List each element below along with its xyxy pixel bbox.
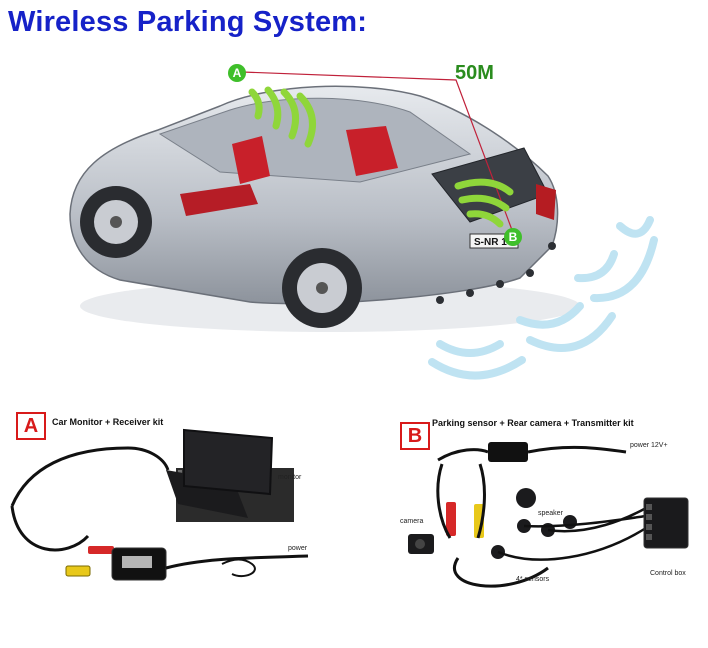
label-sensors: 4* sensors — [516, 576, 550, 583]
monitor-screen — [183, 428, 274, 496]
label-control-box: Control box — [650, 570, 686, 577]
seat-rear — [346, 126, 398, 176]
kit-a-panel: A Car Monitor + Receiver kit monitor pow… — [8, 408, 318, 604]
page-title: Wireless Parking System: — [8, 6, 368, 38]
kit-b-title: Parking sensor + Rear camera + Transmitt… — [432, 418, 634, 428]
cable-main — [10, 446, 170, 507]
kit-b-panel: B Parking sensor + Rear camera + Transmi… — [398, 408, 700, 604]
connector-yellow — [65, 565, 91, 577]
label-power-a: power — [288, 545, 308, 552]
kit-b-photo — [408, 442, 689, 588]
kit-a-badge: A — [16, 412, 46, 440]
sensor-waves — [428, 216, 658, 380]
transmitter-box — [488, 442, 528, 462]
signal-arcs-a — [248, 86, 316, 148]
rear-wheel — [282, 248, 362, 328]
speaker — [516, 488, 536, 508]
label-speaker: speaker — [538, 510, 563, 517]
marker-b: B — [504, 228, 522, 246]
kit-a-photo — [10, 428, 309, 581]
bumper-sensors — [436, 242, 556, 304]
connector-red-b — [446, 502, 456, 536]
cable-lower — [10, 505, 90, 552]
seat-front — [232, 136, 270, 184]
sensors — [491, 515, 577, 559]
plate-text: S-NR 1 — [474, 237, 507, 248]
tail-light — [536, 184, 556, 220]
label-power-b: power 12V+ — [630, 442, 668, 449]
transmitter-cable — [437, 445, 627, 462]
link-line — [241, 71, 513, 231]
label-monitor: monitor — [278, 474, 302, 481]
front-wheel — [80, 186, 152, 258]
distance-label: 50M — [455, 62, 494, 84]
signal-arcs-b — [454, 178, 514, 228]
car-diagram: S-NR 1 — [69, 71, 658, 380]
control-box — [643, 497, 689, 549]
label-camera: camera — [400, 518, 424, 525]
kit-b-badge: B — [400, 422, 430, 450]
marker-a: A — [228, 64, 246, 82]
power-cable — [165, 554, 309, 570]
connector-red — [88, 546, 114, 554]
seat-cushion — [180, 184, 258, 216]
kit-a-title: Car Monitor + Receiver kit — [52, 417, 164, 427]
